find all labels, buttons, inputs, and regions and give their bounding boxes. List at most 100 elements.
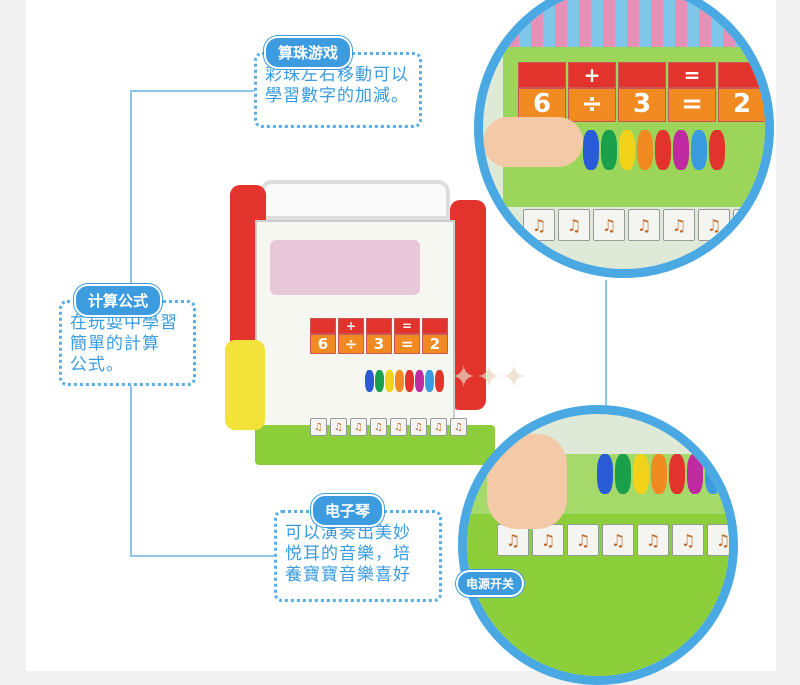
toy-handle [260,180,450,220]
piano-key[interactable]: ♫ [330,418,347,436]
piano-key[interactable]: ♫ [370,418,387,436]
abacus-beads-zoom [597,454,729,494]
math-cell: 3 [366,334,392,354]
piano-keys-zoom: ♫♫♫♫♫♫♫♫ [523,209,774,241]
callout-text: 在玩耍中學習 [70,313,178,333]
math-cell: 6 [518,88,566,122]
abacus-bead [709,130,725,170]
abacus-bead[interactable] [435,370,444,392]
finger [483,117,583,167]
math-cell: = [668,88,716,122]
callout-title-formula: 计算公式 [74,284,163,317]
math-cell [310,318,336,334]
piano-key: ♫ [628,209,660,241]
abacus-bead [583,130,599,170]
connector-line [605,280,607,410]
abacus-bead[interactable] [375,370,384,392]
math-cell: = [668,62,716,88]
zoom-circle-piano: ♫♫♫♫♫♫♫♫ [458,405,738,685]
abacus-bead [619,130,635,170]
connector-line [130,90,255,92]
piano-key: ♫ [698,209,730,241]
callout-text: 公式。 [70,355,124,375]
piano-key: ♫ [637,524,669,556]
math-cell: 6 [310,334,336,354]
piano-key: ♫ [663,209,695,241]
piano-key: ♫ [672,524,704,556]
piano-key[interactable]: ♫ [430,418,447,436]
math-cell: = [394,318,420,334]
piano-key[interactable]: ♫ [310,418,327,436]
callout-text: 彩珠左右移動可以 [265,65,409,85]
callout-piano: 可以演奏出美妙 悦耳的音樂，培 養寶寶音樂喜好 [274,510,442,602]
finger [487,434,567,529]
abacus-bead [723,454,729,494]
piano-key: ♫ [558,209,590,241]
abacus-bead [601,130,617,170]
abacus-bead[interactable] [405,370,414,392]
abacus-bead [651,454,667,494]
piano-key: ♫ [497,524,529,556]
callout-text: 學習數字的加減。 [265,86,409,106]
math-cell [518,62,566,88]
math-cell: ÷ [338,334,364,354]
callout-title-abacus: 算珠游戏 [264,36,353,69]
callout-text: 可以演奏出美妙 [285,523,411,543]
math-display-top: + = [310,318,450,334]
abacus-bead [673,130,689,170]
awning [483,0,765,47]
abacus-bead[interactable] [415,370,424,392]
piano-key: ♫ [602,524,634,556]
math-display-bottom: 6 ÷ 3 = 2 [310,334,450,354]
piano-key[interactable]: ♫ [450,418,467,436]
abacus-beads-zoom [583,130,725,170]
abacus-bead [597,454,613,494]
callout-text: 簡單的計算 [70,334,160,354]
piano-key: ♫ [593,209,625,241]
power-switch-label: 电源开关 [456,570,525,597]
piano-key: ♫ [523,209,555,241]
toy-house: + = 6 ÷ 3 = 2 ♫♫♫♫♫♫♫♫ [210,180,500,465]
abacus-bead [637,130,653,170]
callout-text: 悦耳的音樂，培 [285,544,411,564]
abacus-bead[interactable] [385,370,394,392]
callout-title-piano: 电子琴 [311,494,385,527]
toy-roof-right [450,200,486,410]
toy-side-yellow [225,340,265,430]
piano-key: ♫ [733,209,765,241]
abacus-bead [691,130,707,170]
piano-keys-small[interactable]: ♫♫♫♫♫♫♫♫ [310,418,467,436]
math-cell [618,62,666,88]
abacus-bead[interactable] [365,370,374,392]
math-cell [422,318,448,334]
abacus-bead [669,454,685,494]
connector-line [130,555,275,557]
abacus-bead [705,454,721,494]
abacus-bead [615,454,631,494]
abacus-bead[interactable] [395,370,404,392]
piano-key: ♫ [768,209,774,241]
math-cell [718,62,765,88]
product-infographic: + = 6 ÷ 3 = 2 ♫♫♫♫♫♫♫♫ + = [26,0,776,685]
piano-key[interactable]: ♫ [410,418,427,436]
shape-sorter [270,240,420,295]
math-cell: 2 [718,88,765,122]
abacus-bead [633,454,649,494]
piano-key: ♫ [707,524,729,556]
piano-key[interactable]: ♫ [350,418,367,436]
abacus-bead [655,130,671,170]
abacus-beads[interactable] [365,370,444,392]
math-cell: 2 [422,334,448,354]
abacus-bead [687,454,703,494]
math-cell: = [394,334,420,354]
math-cell: 3 [618,88,666,122]
math-cell [366,318,392,334]
abacus-bead[interactable] [425,370,434,392]
watermark-logo: ✦✦✦ [451,360,527,395]
math-cell: + [568,62,616,88]
callout-text: 養寶寶音樂喜好 [285,565,411,585]
math-cell: ÷ [568,88,616,122]
zoom-circle-abacus: + = 6 ÷ 3 = 2 ♫♫♫♫♫♫♫♫ [474,0,774,278]
piano-key[interactable]: ♫ [390,418,407,436]
math-cell: + [338,318,364,334]
